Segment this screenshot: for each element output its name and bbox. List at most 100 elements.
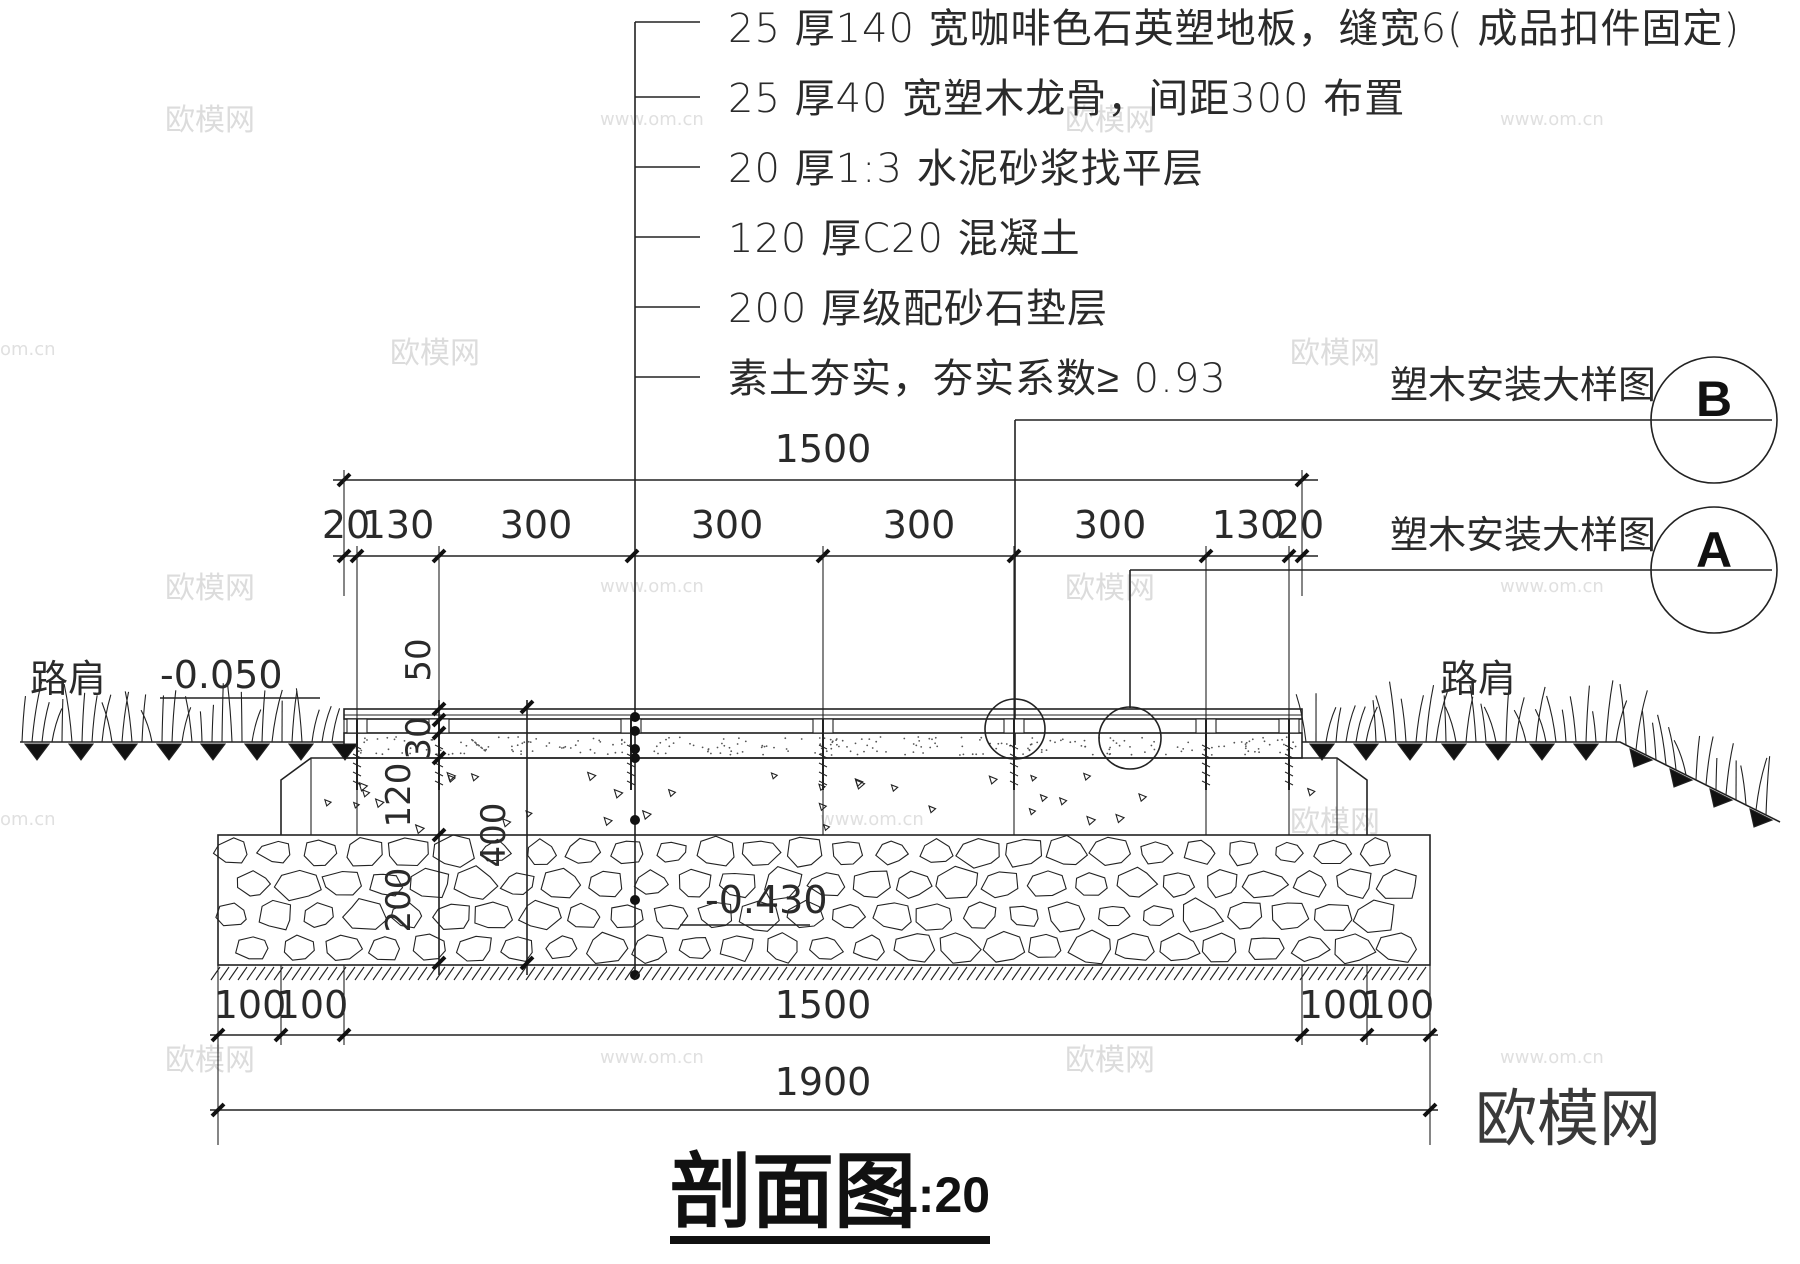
mortar-speckle xyxy=(352,736,1297,756)
subgrade-hatch xyxy=(723,966,734,981)
mortar-speck xyxy=(1036,741,1039,744)
mortar-speck xyxy=(1083,739,1086,742)
ground-mark xyxy=(1308,743,1336,761)
aggregate-mark xyxy=(854,779,866,790)
mortar-speck xyxy=(366,739,368,741)
mortar-speck xyxy=(1203,748,1206,751)
mortar-speck xyxy=(403,740,406,742)
bolt-thread xyxy=(1009,744,1019,750)
mortar-speck xyxy=(465,744,468,747)
gravel-stone xyxy=(875,840,910,866)
bolt-thread xyxy=(1201,780,1211,786)
mortar-speck xyxy=(516,744,519,747)
grass-blade xyxy=(161,695,165,743)
mortar-speck xyxy=(381,753,384,756)
grass-blade xyxy=(1400,698,1407,743)
aggregate-mark xyxy=(324,798,333,807)
ground-mark xyxy=(331,743,359,761)
reference-label-a: 塑木安装大样图 xyxy=(1390,513,1656,557)
gravel-stone xyxy=(738,900,780,932)
mortar-speck xyxy=(430,739,433,741)
bolt-thread xyxy=(818,780,828,786)
mortar-speck xyxy=(1283,743,1285,746)
mortar-speck xyxy=(520,750,522,753)
subgrade-hatch xyxy=(282,966,293,981)
aggregate-mark xyxy=(928,805,937,814)
subgrade-hatch xyxy=(237,966,248,981)
subgrade-hatch xyxy=(1056,966,1067,981)
gravel-stone xyxy=(1241,870,1290,899)
grass-blade xyxy=(81,692,86,743)
gravel-stone xyxy=(610,840,644,865)
bolt-thread xyxy=(626,762,636,768)
mortar-speck xyxy=(838,745,840,748)
subgrade-hatch xyxy=(1092,966,1103,981)
mortar-speck xyxy=(589,748,592,751)
subgrade-hatch xyxy=(1308,966,1319,981)
mortar-speck xyxy=(814,752,816,754)
mortar-speck xyxy=(393,738,396,741)
mortar-speck xyxy=(763,745,766,748)
mortar-speck xyxy=(879,736,882,738)
mortar-speck xyxy=(621,751,624,754)
grass-blade xyxy=(184,696,193,743)
mortar-speck xyxy=(761,744,764,747)
subgrade-hatch xyxy=(822,966,833,981)
bolt-thread xyxy=(1284,744,1294,750)
gravel-stone xyxy=(1290,936,1331,963)
grass-blade xyxy=(240,691,243,743)
gravel-stone xyxy=(719,935,754,963)
mortar-speck xyxy=(918,740,921,742)
watermark-url: www.om.cn xyxy=(600,109,704,130)
mortar-speck xyxy=(829,743,832,746)
gravel-stone xyxy=(1005,838,1043,868)
grass-blade xyxy=(1483,706,1497,743)
reference-markers: 塑木安装大样图 B 塑木安装大样图 A xyxy=(1014,356,1778,745)
watermark-brand: 欧模网 xyxy=(165,1043,255,1078)
gravel-stone xyxy=(1028,933,1062,958)
mortar-speck xyxy=(863,750,865,753)
aggregate-mark xyxy=(1086,815,1097,826)
gravel-stone xyxy=(678,937,712,959)
mortar-speck xyxy=(866,744,869,747)
subgrade-hatch xyxy=(471,966,482,981)
mortar-speck xyxy=(980,736,983,739)
mortar-speck xyxy=(1244,743,1247,745)
mortar-speck xyxy=(936,745,939,748)
mortar-speck xyxy=(689,742,691,745)
gravel-stone xyxy=(893,933,936,963)
reference-circle-b xyxy=(1650,356,1778,484)
mortar-speck xyxy=(409,752,411,755)
aggregate-mark xyxy=(1030,774,1038,782)
subgrade-hatch xyxy=(291,966,302,981)
ground-mark xyxy=(67,743,95,761)
mortar-speck xyxy=(1244,747,1247,750)
watermark-brand: 欧模网 xyxy=(390,336,480,371)
mortar-speck xyxy=(736,743,739,745)
grass-left xyxy=(21,681,341,743)
subgrade-hatch xyxy=(1191,966,1202,981)
mortar-speck xyxy=(517,736,519,738)
grass-blade xyxy=(101,694,112,743)
ground-mark xyxy=(155,743,183,761)
mortar-speck xyxy=(1211,746,1213,749)
gravel-stone xyxy=(455,935,492,962)
subgrade-hatch xyxy=(1218,966,1229,981)
aggregate-mark xyxy=(470,772,480,782)
notes-list: 25 厚140 宽咖啡色石英塑地板，缝宽6( 成品扣件固定) 25 厚40 宽塑… xyxy=(728,6,1739,402)
mortar-speck xyxy=(784,737,787,740)
gravel-stone xyxy=(1116,866,1159,898)
mortar-speck xyxy=(1262,736,1264,739)
aggregate-mark xyxy=(1115,813,1126,824)
grass-blade xyxy=(1725,743,1734,796)
grass-blade xyxy=(1480,703,1487,743)
gravel-stone xyxy=(1334,933,1377,965)
gravel-stone xyxy=(1292,869,1327,898)
mortar-speck xyxy=(475,744,478,746)
subgrade-hatch xyxy=(345,966,356,981)
subgrade-hatch xyxy=(1020,966,1031,981)
subgrade-hatch xyxy=(606,966,617,981)
subgrade-hatch xyxy=(246,966,257,981)
grass-blade xyxy=(171,690,177,743)
